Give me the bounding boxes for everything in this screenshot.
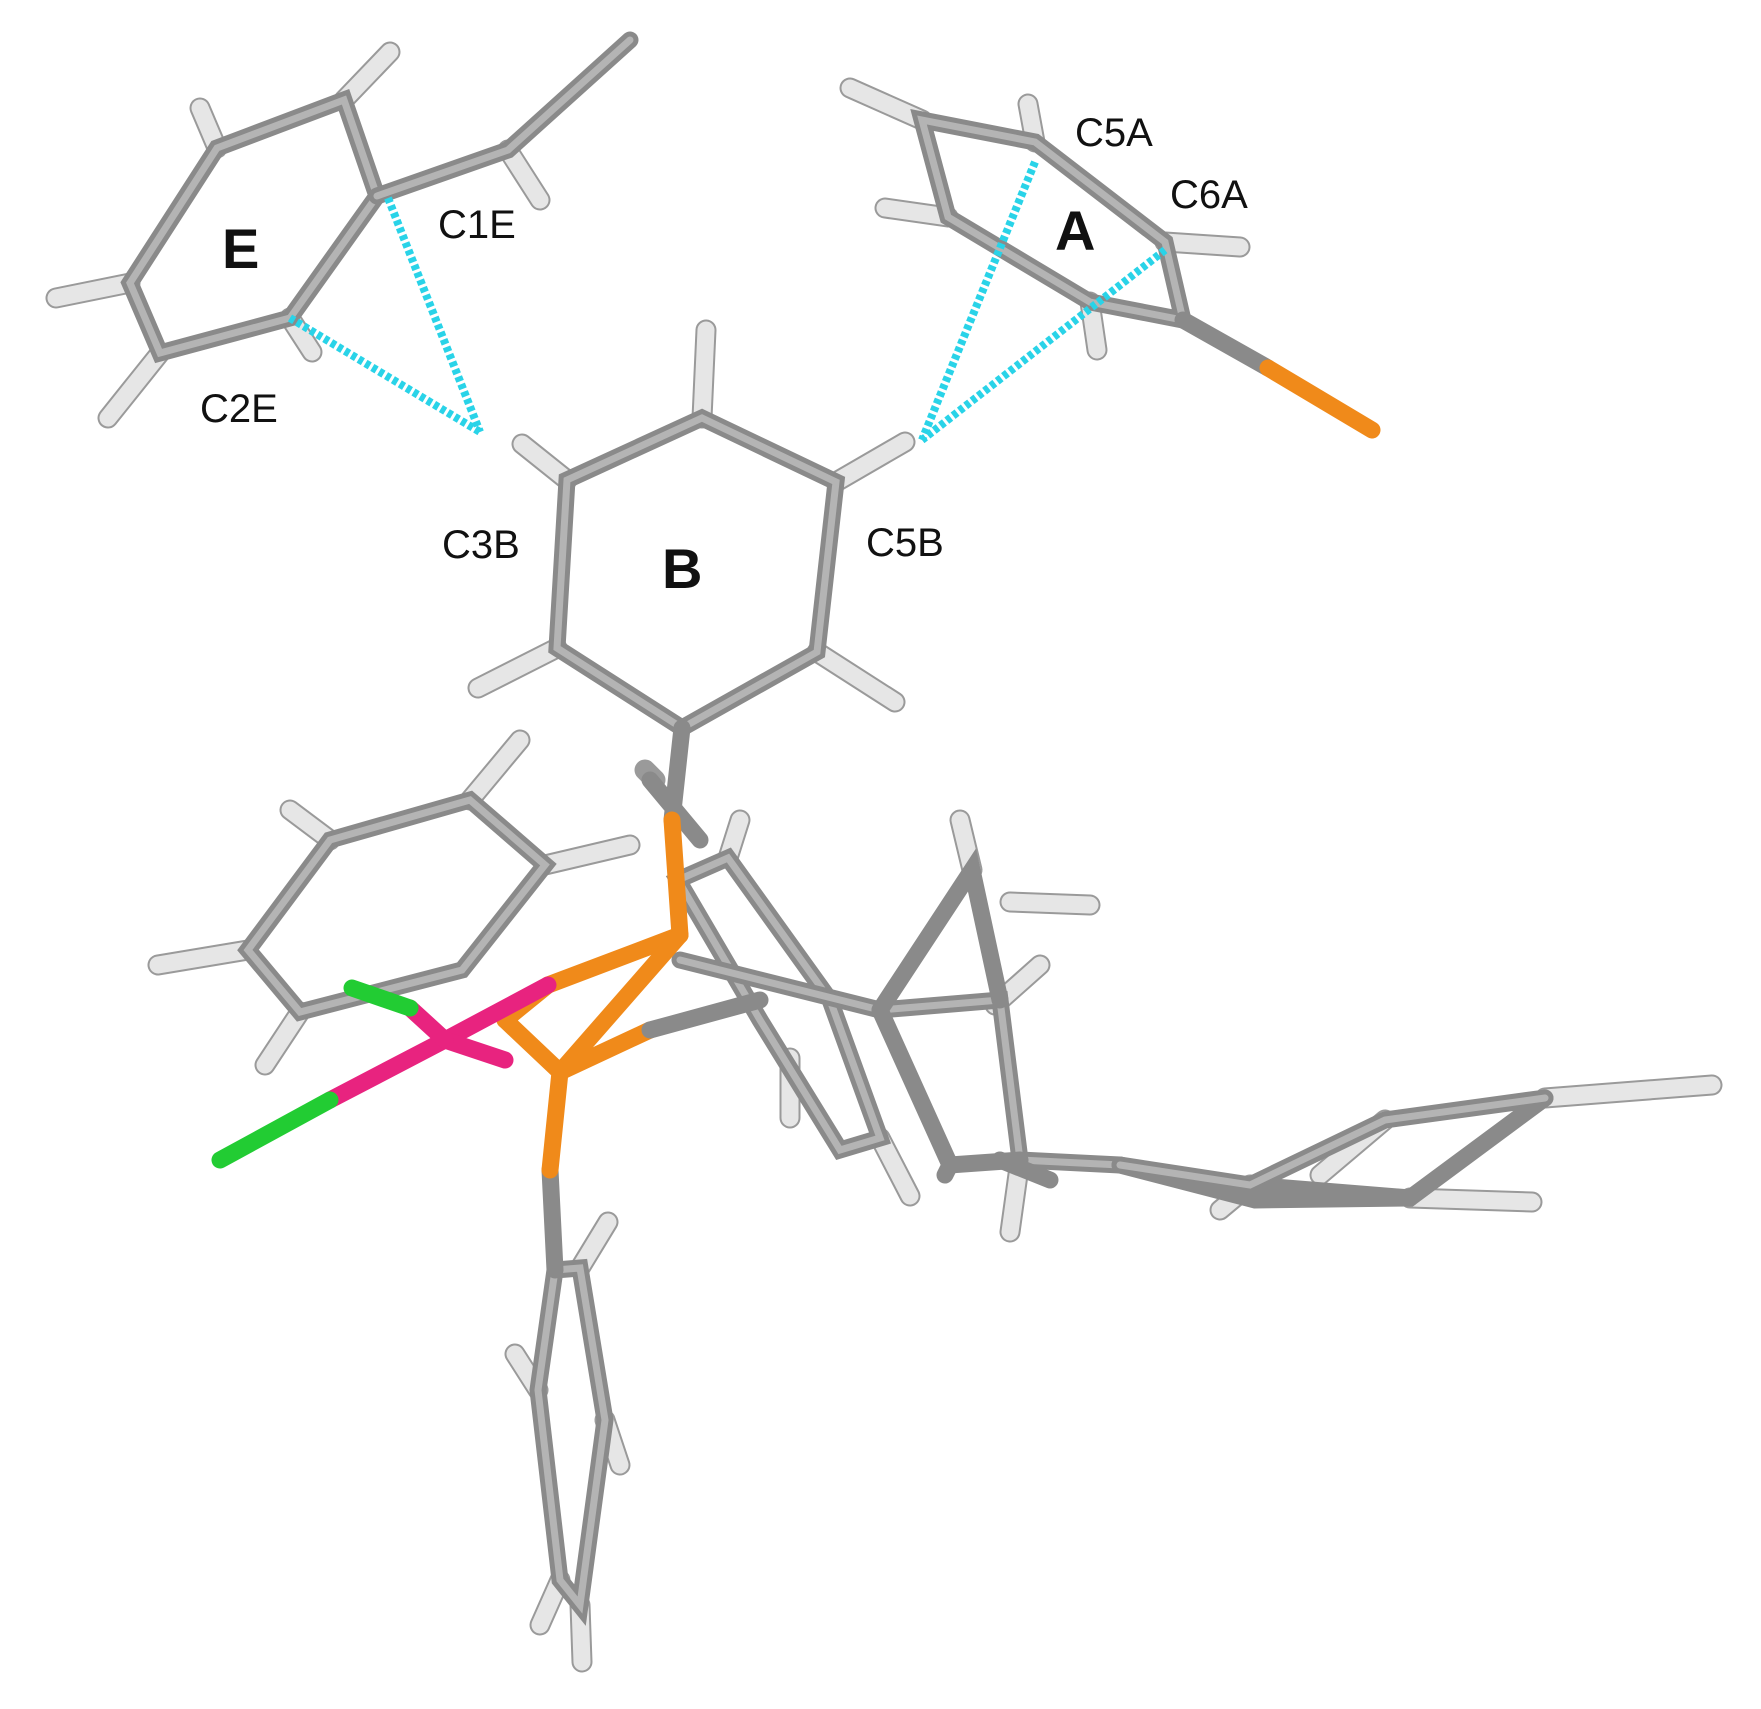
ring-a: A	[839, 77, 1381, 439]
label-c2e: C2E	[200, 387, 278, 431]
label-c5b: C5B	[866, 521, 944, 565]
ring-a-label: A	[1055, 199, 1095, 262]
label-c3b: C3B	[442, 523, 520, 567]
atom-labels: C1E C2E C5A C6A C3B C5B	[200, 111, 1248, 567]
contact-c6a	[919, 246, 1168, 444]
metal-center	[211, 976, 557, 1169]
contact-c1e	[384, 196, 484, 434]
ring-e-label: E	[222, 217, 259, 280]
ring-b: B	[467, 319, 916, 829]
label-c5a: C5A	[1075, 111, 1153, 155]
ring-e: E	[45, 31, 639, 429]
contact-c2e	[287, 314, 483, 436]
label-c1e: C1E	[438, 203, 516, 247]
label-c6a: C6A	[1170, 173, 1248, 217]
ring-b-label: B	[662, 537, 702, 600]
lower-complex	[147, 729, 1723, 1673]
ch-pi-contacts	[287, 160, 1168, 444]
contact-c5a	[918, 160, 1039, 442]
